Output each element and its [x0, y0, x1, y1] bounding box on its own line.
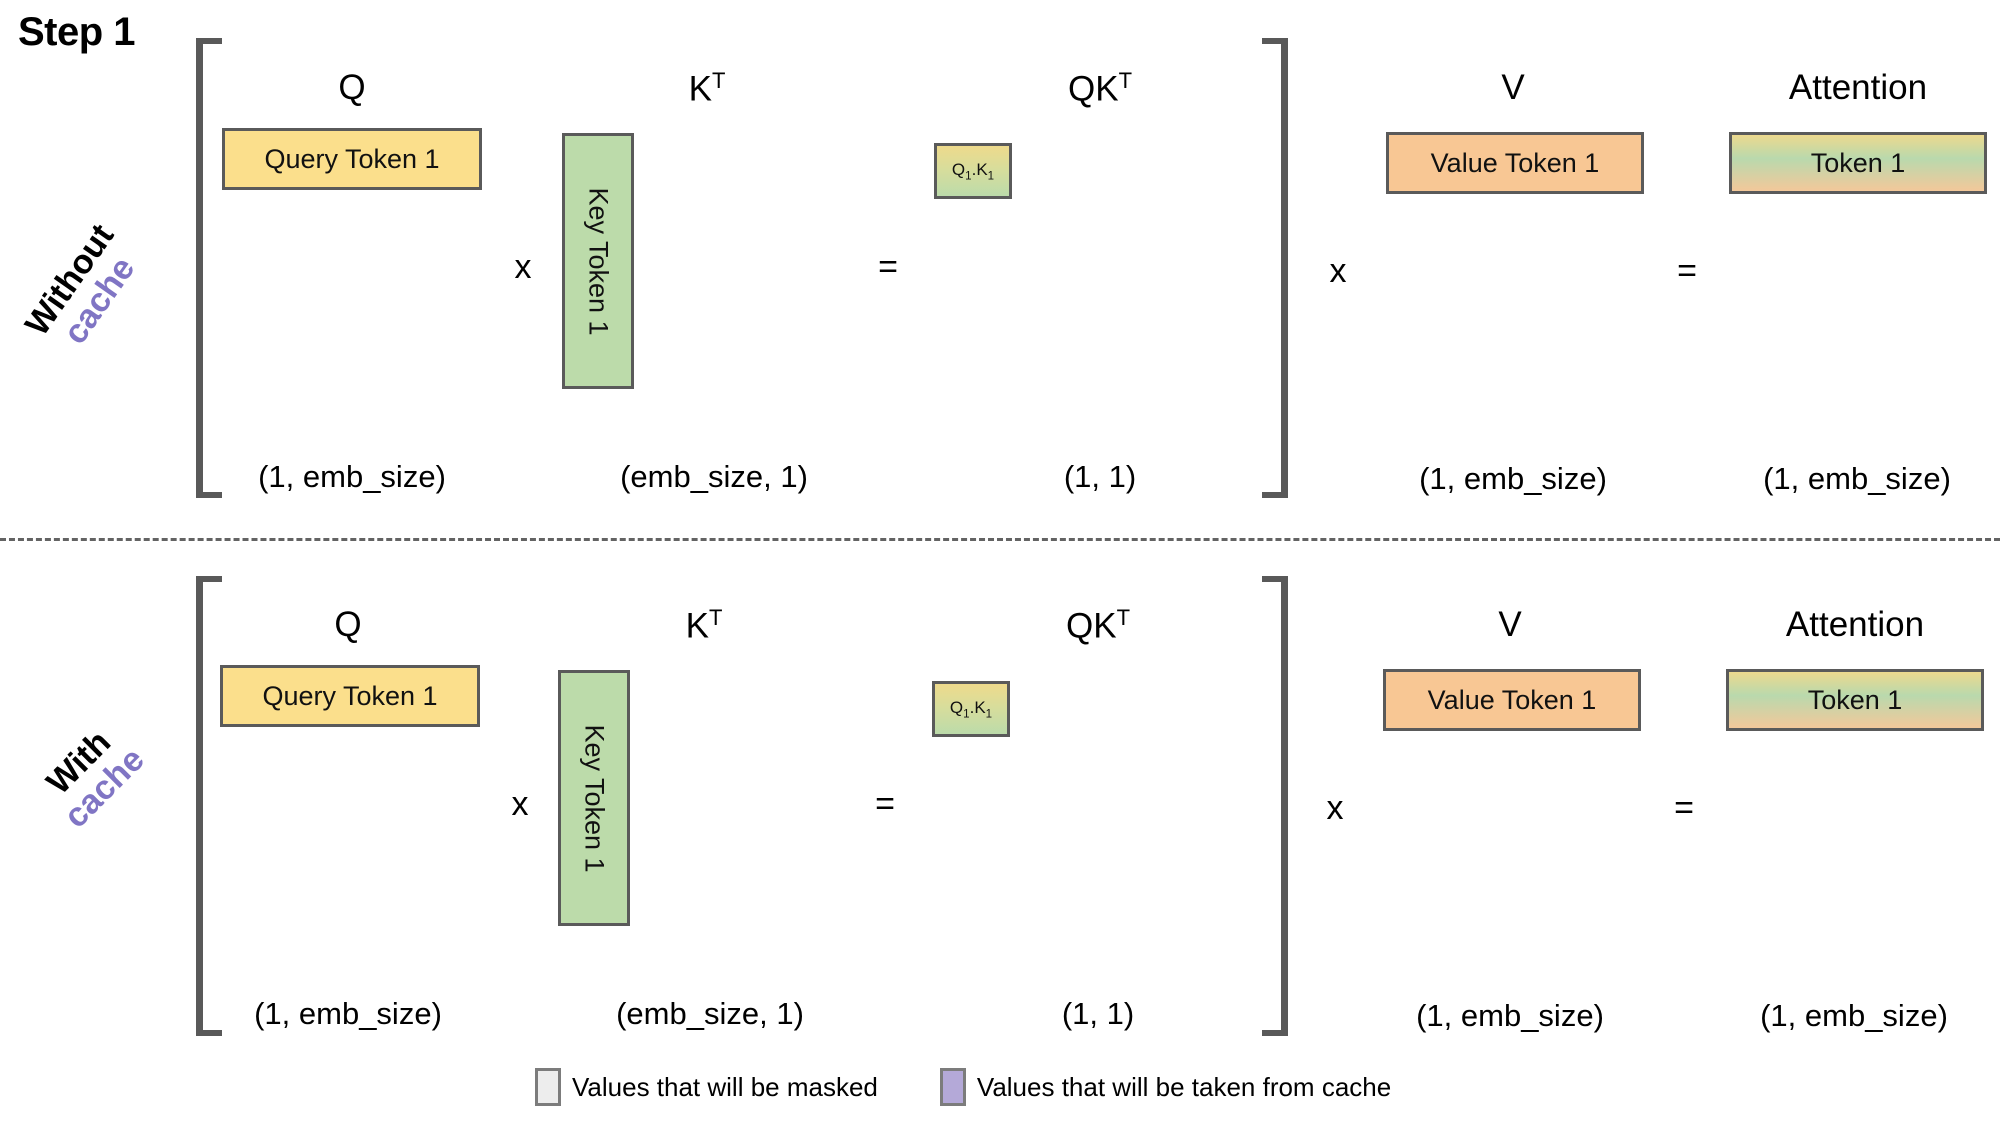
dim-qkt-without-cache: (1, 1) — [1063, 459, 1137, 494]
dim-v-with-cache: (1, emb_size) — [1416, 998, 1604, 1033]
header-qkt-sup-with-cache: T — [1116, 605, 1131, 630]
dim-q-with-cache: (1, emb_size) — [254, 996, 442, 1031]
dim-qkt-with-cache: (1, 1) — [1061, 996, 1135, 1031]
header-attention-with-cache: Attention — [1785, 605, 1925, 644]
header-qkt-with-cache: QKT — [1066, 605, 1130, 647]
row-label-with-cache: With cache — [0, 659, 209, 893]
dim-kt-without-cache: (emb_size, 1) — [620, 459, 808, 494]
matrix-cell-attention-token-1-without-cache[interactable]: Token 1 — [1729, 132, 1987, 194]
matrix-cell-value-token-1-without-cache[interactable]: Value Token 1 — [1386, 132, 1644, 194]
operator-multiply-qk-without-cache: x — [514, 248, 532, 286]
dim-q-without-cache: (1, emb_size) — [258, 459, 446, 494]
header-kt-with-cache: KT — [686, 605, 723, 647]
header-kt-sup-with-cache: T — [708, 605, 723, 630]
operator-multiply-av-without-cache: x — [1329, 252, 1347, 290]
operator-equals-qk-with-cache: = — [875, 785, 895, 823]
legend-swatch-cached-icon — [939, 1068, 966, 1106]
header-qkt-base-with-cache: QK — [1065, 606, 1117, 646]
matrix-cell-qk-label-with-cache: Q1.K1 — [949, 697, 993, 721]
operator-equals-att-with-cache: = — [1674, 789, 1694, 827]
dim-kt-with-cache: (emb_size, 1) — [616, 996, 804, 1031]
bracket-right-with-cache — [1262, 576, 1288, 1036]
legend-label-masked: Values that will be masked — [572, 1071, 878, 1102]
dim-v-without-cache: (1, emb_size) — [1419, 461, 1607, 496]
legend-item-cached: Values that will be taken from cache — [939, 1068, 1392, 1106]
row-label-without-cache: Without cache — [0, 164, 189, 418]
header-q-without-cache: Q — [338, 68, 366, 107]
header-kt-base-without-cache: K — [688, 69, 712, 109]
legend-label-cached: Values that will be taken from cache — [976, 1071, 1392, 1102]
header-q-with-cache: Q — [334, 605, 362, 644]
matrix-cell-qk-with-cache[interactable]: Q1.K1 — [932, 681, 1010, 737]
dim-attention-with-cache: (1, emb_size) — [1760, 998, 1948, 1033]
matrix-cell-key-token-1-label-with-cache: Key Token 1 — [579, 723, 610, 873]
matrix-cell-key-token-1-without-cache[interactable]: Key Token 1 — [562, 133, 634, 389]
matrix-cell-query-token-1-with-cache[interactable]: Query Token 1 — [220, 665, 480, 727]
header-v-with-cache: V — [1498, 605, 1522, 644]
legend-item-masked: Values that will be masked — [535, 1068, 878, 1106]
legend: Values that will be masked Values that w… — [535, 1068, 1391, 1106]
section-divider — [0, 538, 2000, 541]
matrix-cell-key-token-1-label-without-cache: Key Token 1 — [583, 186, 614, 336]
bracket-left-with-cache — [196, 576, 222, 1036]
matrix-cell-qk-label-without-cache: Q1.K1 — [951, 159, 995, 183]
header-attention-without-cache: Attention — [1788, 68, 1928, 107]
page-title: Step 1 — [18, 10, 136, 54]
operator-equals-qk-without-cache: = — [878, 248, 898, 286]
operator-multiply-qk-with-cache: x — [511, 785, 529, 823]
matrix-cell-value-token-1-with-cache[interactable]: Value Token 1 — [1383, 669, 1641, 731]
header-kt-base-with-cache: K — [685, 606, 709, 646]
dim-attention-without-cache: (1, emb_size) — [1763, 461, 1951, 496]
bracket-left-without-cache — [196, 38, 222, 498]
matrix-cell-query-token-1-without-cache[interactable]: Query Token 1 — [222, 128, 482, 190]
header-kt-sup-without-cache: T — [711, 68, 726, 93]
header-qkt-without-cache: QKT — [1068, 68, 1132, 110]
legend-swatch-masked-icon — [535, 1068, 561, 1106]
operator-equals-att-without-cache: = — [1677, 252, 1697, 290]
header-kt-without-cache: KT — [689, 68, 726, 110]
header-v-without-cache: V — [1501, 68, 1525, 107]
matrix-cell-key-token-1-with-cache[interactable]: Key Token 1 — [558, 670, 630, 926]
matrix-cell-attention-token-1-with-cache[interactable]: Token 1 — [1726, 669, 1984, 731]
operator-multiply-av-with-cache: x — [1326, 789, 1344, 827]
bracket-right-without-cache — [1262, 38, 1288, 498]
header-qkt-base-without-cache: QK — [1067, 69, 1119, 109]
row-label-with-cache-line1: With — [39, 723, 119, 802]
header-qkt-sup-without-cache: T — [1118, 68, 1133, 93]
matrix-cell-qk-without-cache[interactable]: Q1.K1 — [934, 143, 1012, 199]
